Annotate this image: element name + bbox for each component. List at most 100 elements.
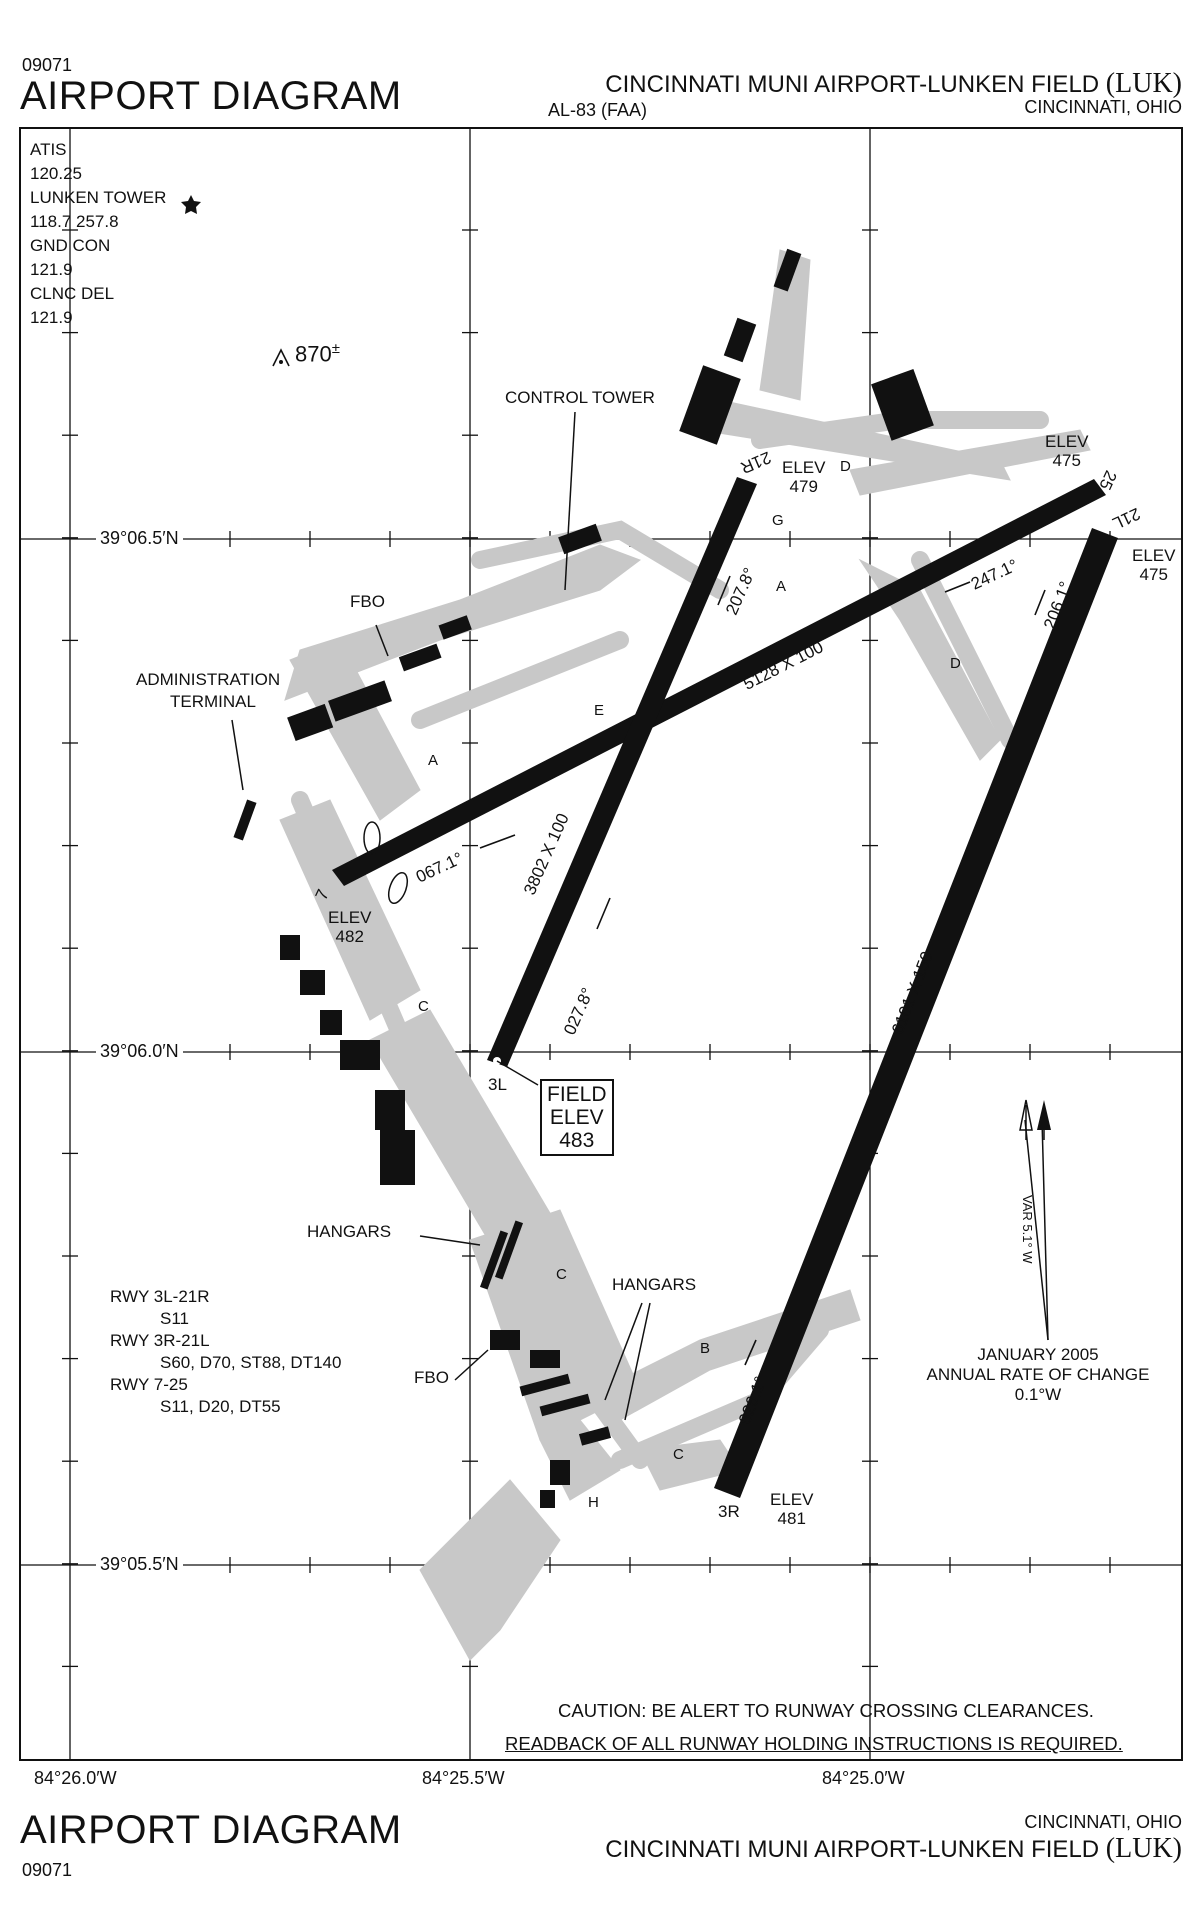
admin-terminal-label-2: TERMINAL — [170, 692, 256, 711]
arrow-206-1 — [1034, 589, 1046, 616]
rwy-end-3l: 3L — [488, 1075, 507, 1094]
leader-var-2 — [1041, 1119, 1049, 1341]
obstacle-icon — [272, 348, 290, 367]
admin-terminal-label-1: ADMINISTRATION — [136, 670, 281, 689]
taxiway-h-label: H — [588, 1494, 599, 1511]
caution-line-2: READBACK OF ALL RUNWAY HOLDING INSTRUCTI… — [505, 1733, 1123, 1754]
hangar-s5 — [550, 1460, 570, 1485]
runway-3r-21l — [714, 528, 1118, 1498]
fbo-bottom-label: FBO — [414, 1368, 449, 1387]
taxiway-a-north — [471, 520, 729, 599]
hangar-s4 — [578, 1426, 612, 1446]
chart-frame — [19, 127, 1183, 1761]
hangar-n1 — [679, 365, 741, 445]
runway-3l-21r — [487, 477, 757, 1067]
taxiway-c-label-1: C — [418, 998, 429, 1015]
leader-fbo-top — [375, 624, 389, 657]
tower-bldg — [558, 523, 602, 555]
page-title: AIRPORT DIAGRAM — [20, 74, 402, 118]
buildings — [233, 248, 934, 1508]
clnc-freq: 121.9 — [30, 308, 73, 327]
lon-right-label: 84°25.0′W — [822, 1768, 905, 1788]
procedure-id: AL-83 (FAA) — [548, 100, 648, 120]
gnd-freq: 121.9 — [30, 260, 73, 279]
lat-mid-label: 39°06.0′N — [96, 1041, 183, 1062]
taxiway-d-lower — [911, 551, 1019, 749]
hangar-n3 — [773, 248, 802, 292]
airport-name: CINCINNATI MUNI AIRPORT-LUNKEN FIELD — [605, 71, 1100, 98]
southwest-apron — [419, 1479, 561, 1661]
arrow-067 — [479, 834, 516, 849]
hold-mark-2 — [387, 871, 409, 905]
west-apron — [289, 639, 421, 821]
hangar-s2 — [519, 1373, 571, 1397]
atis-freq: 120.25 — [30, 164, 82, 183]
magnetic-change-block: JANUARY 2005 ANNUAL RATE OF CHANGE 0.1°W — [926, 1345, 1150, 1404]
arrow-027-8 — [596, 897, 611, 930]
leader-hangars-right-1 — [604, 1302, 643, 1401]
taxiway-d-label: D — [840, 458, 851, 475]
field-elevation-box: FIELD ELEV 483 — [540, 1079, 614, 1156]
clnc-label: CLNC DEL — [30, 284, 115, 303]
taxiway-e — [411, 631, 629, 729]
bldg-c2 — [300, 970, 325, 995]
taxiway-c-line — [291, 791, 649, 1469]
leader-hangars-left — [419, 1235, 481, 1246]
bldg-a1 — [438, 615, 472, 640]
leader-fbo-bottom — [454, 1349, 489, 1381]
heading-arrows — [479, 575, 1046, 1366]
taxiway-b-label: B — [700, 1340, 711, 1357]
tower-label: LUNKEN TOWER — [30, 188, 167, 207]
bldg-c3 — [320, 1010, 342, 1035]
tower-star-icon — [181, 195, 201, 214]
fbo-top-label: FBO — [350, 592, 385, 611]
runway-7-25 — [332, 479, 1106, 886]
true-north-icon — [1037, 1100, 1051, 1130]
taxiway-a-label-2: A — [428, 752, 439, 769]
taxiway-e-label: E — [594, 702, 605, 719]
magnetic-variation: VAR 5.1° W — [1020, 1195, 1035, 1264]
taxiway-d-label-2: D — [950, 655, 961, 672]
obstacle-elevation: 870± — [295, 340, 340, 367]
footer-doc-number: 09071 — [22, 1860, 73, 1880]
taxiway-c-label-2: C — [556, 1266, 567, 1283]
gnd-label: GND CON — [30, 236, 111, 255]
hangars-left-label: HANGARS — [307, 1222, 392, 1241]
bldg-a2 — [398, 643, 442, 672]
lat-top-label: 39°06.5′N — [96, 528, 183, 549]
footer-airport-name-line: CINCINNATI MUNI AIRPORT-LUNKEN FIELD (LU… — [605, 1833, 1182, 1865]
lat-bot-label: 39°05.5′N — [96, 1554, 183, 1575]
footer-airport-id: (LUK) — [1105, 1833, 1182, 1864]
lat-lon-grid — [20, 128, 1182, 1760]
pavement — [279, 249, 1091, 1661]
magnetic-north-icon — [1019, 1099, 1033, 1131]
airport-id: (LUK) — [1105, 68, 1182, 99]
leader-hangars-right-2 — [624, 1302, 651, 1421]
footer-city: CINCINNATI, OHIO — [1024, 1812, 1182, 1832]
field-elev-leader — [496, 1060, 539, 1086]
hangar-strip-2 — [494, 1220, 524, 1280]
control-tower-label: CONTROL TOWER — [505, 388, 655, 407]
leader-control-tower — [564, 411, 576, 591]
hangar-s1 — [530, 1350, 560, 1368]
runway-strength-block: RWY 3L-21R S11 RWY 3R-21L S60, D70, ST88… — [110, 1287, 342, 1416]
arrow-207-8 — [717, 575, 731, 606]
leader-var-1 — [1024, 1119, 1049, 1341]
lon-left-label: 84°26.0′W — [34, 1768, 117, 1788]
runways — [332, 477, 1118, 1498]
tower-freq: 118.7 257.8 — [30, 212, 119, 231]
north-taxi-d-right — [849, 429, 1091, 496]
taxiway-g-label: G — [772, 512, 784, 529]
bldg-c5 — [375, 1090, 405, 1130]
hangar-ne — [871, 368, 934, 441]
grid-ticks — [62, 229, 1111, 1668]
leader-lines — [231, 411, 1049, 1421]
rwy-end-3r: 3R — [718, 1502, 740, 1521]
footer-airport-name: CINCINNATI MUNI AIRPORT-LUNKEN FIELD — [605, 1836, 1100, 1863]
